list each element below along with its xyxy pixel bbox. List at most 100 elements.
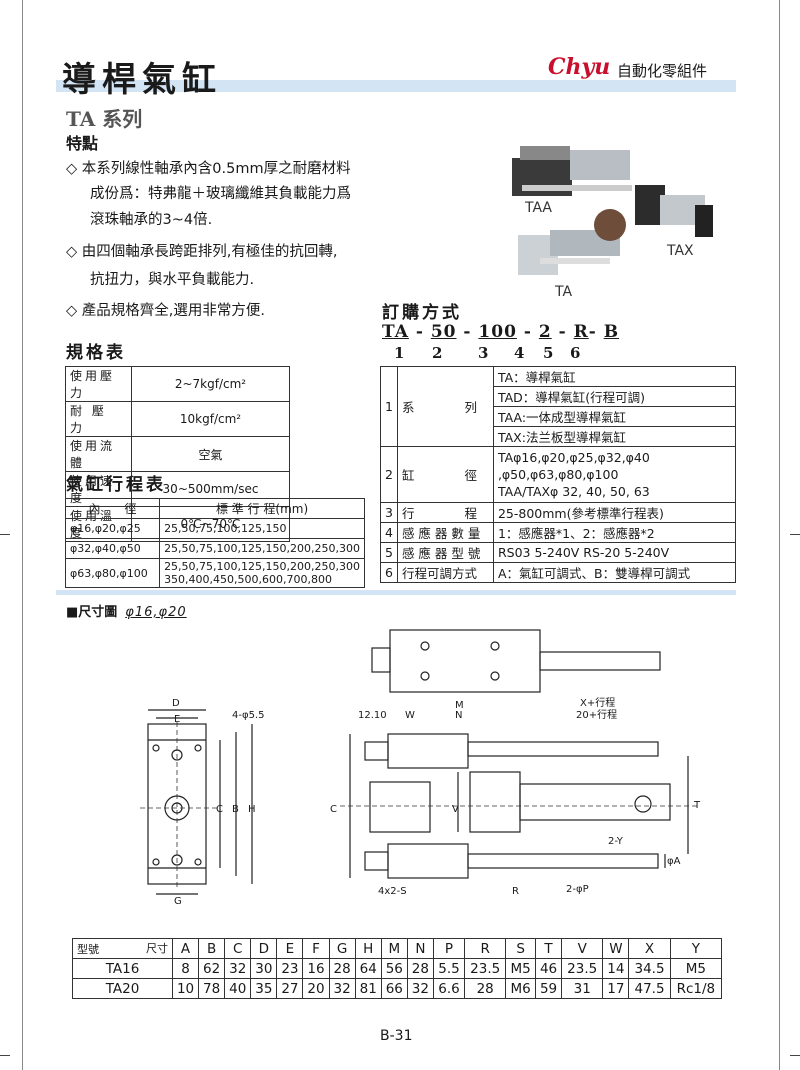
dim-cell: 56 [380, 958, 408, 979]
code-number: 6 [570, 344, 581, 362]
stroke-bore: φ16,φ20,φ25 [64, 518, 161, 539]
stroke-values: 25,50,75,100,125,150,200,250,300 [159, 538, 365, 559]
table-header-row: 尺寸 型號 A B C D E F G H M N P R S T V W X … [72, 938, 723, 959]
dim-label-y: 2-Y [608, 836, 624, 847]
top-view-body [389, 629, 541, 693]
dim-cell: 35 [250, 978, 278, 999]
dim-cell: 34.5 [628, 958, 671, 979]
feature-1-line3: 滾珠軸承的3~4倍. [90, 212, 213, 228]
dim-header: W [602, 938, 630, 959]
dim-cell: M5 [505, 958, 536, 979]
order-option-line: TAφ16,φ20,φ25,φ32,φ40 [497, 450, 650, 465]
dim-label-g: G [174, 896, 182, 907]
feature-2-line2: 抗扭力，與水平負載能力. [90, 272, 255, 288]
dim-label-x2: 20+行程 [576, 708, 617, 721]
dim-cell: 5.5 [432, 958, 466, 979]
page-title: 導桿氣缸 [62, 60, 222, 100]
stroke-header-stroke: 標 準 行 程(mm) [159, 498, 365, 519]
dimension-table: 尺寸 型號 A B C D E F G H M N P R S T V W X … [72, 938, 723, 999]
code-number: 3 [478, 344, 489, 362]
crop-mark-br [790, 1055, 800, 1056]
table-row: 1 系 列 TA：導桿氣缸 [380, 366, 737, 447]
dim-cell: 14 [602, 958, 630, 979]
label-tax: TAX [667, 243, 694, 259]
dim-label-d: D [172, 698, 180, 709]
dim-cell: 31 [561, 978, 604, 999]
spec-key: 耐 壓 力 [65, 401, 132, 437]
dim-label-m: M [455, 700, 464, 711]
spec-value: 10kgf/cm² [131, 401, 290, 437]
dim-cell: 78 [198, 978, 226, 999]
dim-corner: 尺寸 型號 [72, 938, 173, 959]
order-option: RS03 5-240V RS-20 5-240V [492, 542, 737, 563]
dim-label-c-side: C [330, 804, 337, 815]
code-number: 4 [514, 344, 525, 362]
dim-header: D [250, 938, 278, 959]
crop-mark-right [790, 534, 800, 535]
order-num: 4 [380, 522, 398, 543]
title-underline-bar [56, 80, 736, 92]
tax-product-image [635, 185, 713, 237]
dim-cell: 27 [276, 978, 304, 999]
order-name: 缸 徑 [396, 446, 494, 503]
dim-header: A [171, 938, 200, 959]
spec-heading: 規格表 [66, 343, 126, 363]
dim-model: TA20 [72, 978, 173, 999]
dim-cell: 20 [302, 978, 330, 999]
dim-cell: Rc1/8 [669, 978, 723, 999]
code-part-series: TA [382, 322, 409, 342]
table-row: 6 行程可調方式 A：氣缸可調式、B：雙導桿可調式 [380, 562, 737, 583]
order-option: 25-800mm(參考標準行程表) [492, 502, 737, 523]
order-option: A：氣缸可調式、B：雙導桿可調式 [492, 562, 737, 583]
table-row: TA20 10 78 40 35 27 20 32 81 66 32 6.6 2… [72, 978, 723, 999]
dim-cell: 32 [328, 978, 356, 999]
table-row: 使用流體空氣 [65, 436, 290, 472]
code-number: 2 [432, 344, 443, 362]
code-part-stroke: 100 [478, 322, 517, 342]
order-option: TAX:法兰板型導桿氣缸 [492, 426, 737, 447]
dim-label-s: 4x2-S [378, 886, 407, 897]
label-taa: TAA [525, 200, 553, 216]
dim-cell: 23.5 [464, 958, 507, 979]
dim-cell: 10 [171, 978, 200, 999]
feature-2-line1: ◇ 由四個軸承長跨距排列,有極佳的抗回轉, [66, 244, 338, 260]
order-option: TAD：導桿氣缸(行程可調) [492, 386, 737, 407]
brand-subtitle: 自動化零組件 [617, 62, 708, 80]
order-num: 3 [380, 502, 398, 523]
order-num: 2 [380, 446, 398, 503]
dim-cell: 46 [534, 958, 563, 979]
order-option: TAA:一体成型導桿氣缸 [492, 406, 737, 427]
table-row: TAX:法兰板型導桿氣缸 [381, 426, 737, 447]
stroke-values: 25,50,75,100,125,150,200,250,300 350,400… [159, 558, 365, 588]
dim-cell: 28 [464, 978, 507, 999]
table-row: 2 缸 徑 TAφ16,φ20,φ25,φ32,φ40 ,φ50,φ63,φ80… [380, 446, 737, 503]
crop-mark-left [0, 534, 10, 535]
order-name: 行程可調方式 [396, 562, 494, 583]
order-table: 1 系 列 TA：導桿氣缸 TAD：導桿氣缸(行程可調) TAA:一体成型導桿氣… [380, 366, 737, 583]
code-part-bore: 50 [430, 322, 457, 342]
code-number: 1 [394, 344, 405, 362]
dim-cell: 17 [602, 978, 630, 999]
dim-label-holes: 4-φ5.5 [232, 710, 264, 721]
order-num: 1 [380, 366, 398, 447]
stroke-bore: φ63,φ80,φ100 [64, 558, 161, 588]
feature-3: ◇ 產品規格齊全,選用非常方便. [66, 302, 265, 320]
taa-product-image [512, 146, 632, 196]
dim-label-c: C [216, 804, 223, 815]
dim-header: N [406, 938, 434, 959]
code-part-adjust: B [603, 322, 620, 342]
table-row: φ16,φ20,φ25 25,50,75,100,125,150 [64, 518, 365, 539]
dim-cell: 32 [224, 958, 252, 979]
dim-cell: 59 [534, 978, 563, 999]
page-frame [22, 0, 780, 1070]
dim-label-n: N [455, 710, 462, 721]
spec-value: 2~7kgf/cm² [131, 366, 290, 402]
side-view-upper-block [387, 733, 469, 769]
dim-cell: M5 [669, 958, 723, 979]
table-row: TA16 8 62 32 30 23 16 28 64 56 28 5.5 23… [72, 958, 723, 979]
order-num: 5 [380, 542, 398, 563]
feature-3-line1: ◇ 產品規格齊全,選用非常方便. [66, 303, 265, 319]
order-name: 行 程 [396, 502, 494, 523]
table-header-row: 內 徑 標 準 行 程(mm) [64, 498, 365, 519]
